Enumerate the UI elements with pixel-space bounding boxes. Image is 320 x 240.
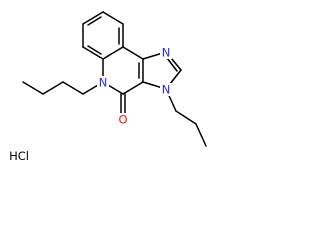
bond	[42, 81, 64, 95]
atom-label-o-carbonyl: O	[118, 113, 127, 127]
bond	[102, 11, 124, 25]
bond	[195, 123, 207, 147]
bond	[175, 110, 197, 125]
benzene-ring	[82, 11, 124, 60]
double-bond-inner	[166, 57, 178, 72]
butyl-chain	[22, 81, 104, 95]
bond	[102, 46, 124, 60]
bond	[22, 81, 44, 95]
atom-label-n-imine: N	[162, 46, 171, 60]
bond	[122, 81, 144, 95]
atom-label-n-imidazole: N	[162, 83, 171, 97]
bond	[82, 46, 104, 60]
salt-label: HCl	[9, 149, 29, 163]
chemical-structure-drawing: N N N O HCl	[9, 11, 207, 163]
double-bond-inner	[87, 16, 102, 26]
bond	[122, 46, 144, 60]
atom-n-imine: N	[160, 46, 172, 60]
atom-n-imidazole: N	[160, 83, 172, 97]
bond	[82, 11, 104, 25]
bond	[62, 81, 84, 95]
propyl-chain	[165, 88, 207, 147]
atom-n-quinolinone: N	[97, 76, 109, 90]
atom-label-n-quinolinone: N	[99, 76, 108, 90]
double-bond-inner	[87, 45, 102, 55]
atom-o-carbonyl: O	[117, 113, 129, 127]
